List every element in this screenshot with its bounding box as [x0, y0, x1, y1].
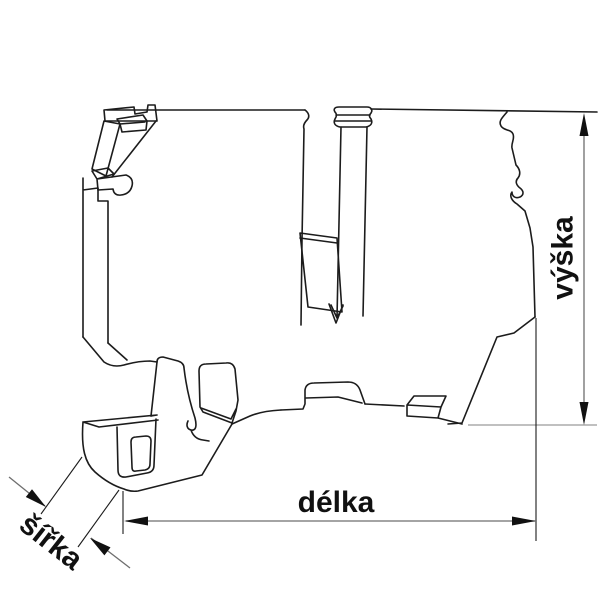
- arrow-down-icon: [579, 402, 589, 425]
- height-dimension: výška: [468, 113, 597, 426]
- latch-lever-cap: [103, 104, 158, 122]
- latch-upper-catch: [116, 114, 148, 133]
- width-extension-line-1: [40, 456, 83, 515]
- terminal-block-body: [81, 104, 598, 493]
- bottom-edge-center: [364, 403, 405, 407]
- bottom-edge-left: [231, 409, 282, 425]
- bottom-wedge-block: [406, 395, 463, 425]
- din-clamp-foot-channel-island: [130, 435, 152, 472]
- width-dimension: šířka: [8, 456, 131, 577]
- rail-stop-tooth: [198, 362, 239, 424]
- screw-recess-profile: [499, 111, 536, 318]
- height-label: výška: [547, 216, 580, 300]
- clamp-column: [330, 126, 368, 319]
- clamp-cap-bead-lines: [334, 114, 372, 122]
- body-left-edge: [82, 177, 109, 344]
- rail-guide-bump: [280, 381, 366, 411]
- foot-bent-leg: [82, 336, 158, 367]
- arrow-right-icon: [512, 516, 536, 526]
- length-label: délka: [298, 486, 375, 519]
- arrow-down-right-icon: [25, 489, 46, 507]
- width-extension-line-2: [77, 489, 120, 548]
- arrow-up-icon: [579, 113, 589, 136]
- slot-partition: [299, 232, 344, 324]
- body-right-step: [447, 316, 536, 425]
- din-clamp-foot-channel: [116, 418, 157, 478]
- slot-left-wall: [300, 109, 310, 326]
- latch-lower-catch: [91, 167, 134, 196]
- foot-support-pillar: [150, 356, 210, 442]
- body-top-edge-right: [370, 108, 598, 113]
- width-label: šířka: [13, 507, 89, 576]
- din-clamp-foot-outline: [81, 414, 233, 493]
- clamp-column-cap: [333, 106, 373, 128]
- arrow-up-left-icon: [90, 538, 111, 556]
- arrow-left-icon: [124, 516, 148, 526]
- length-dimension: délka: [122, 318, 537, 541]
